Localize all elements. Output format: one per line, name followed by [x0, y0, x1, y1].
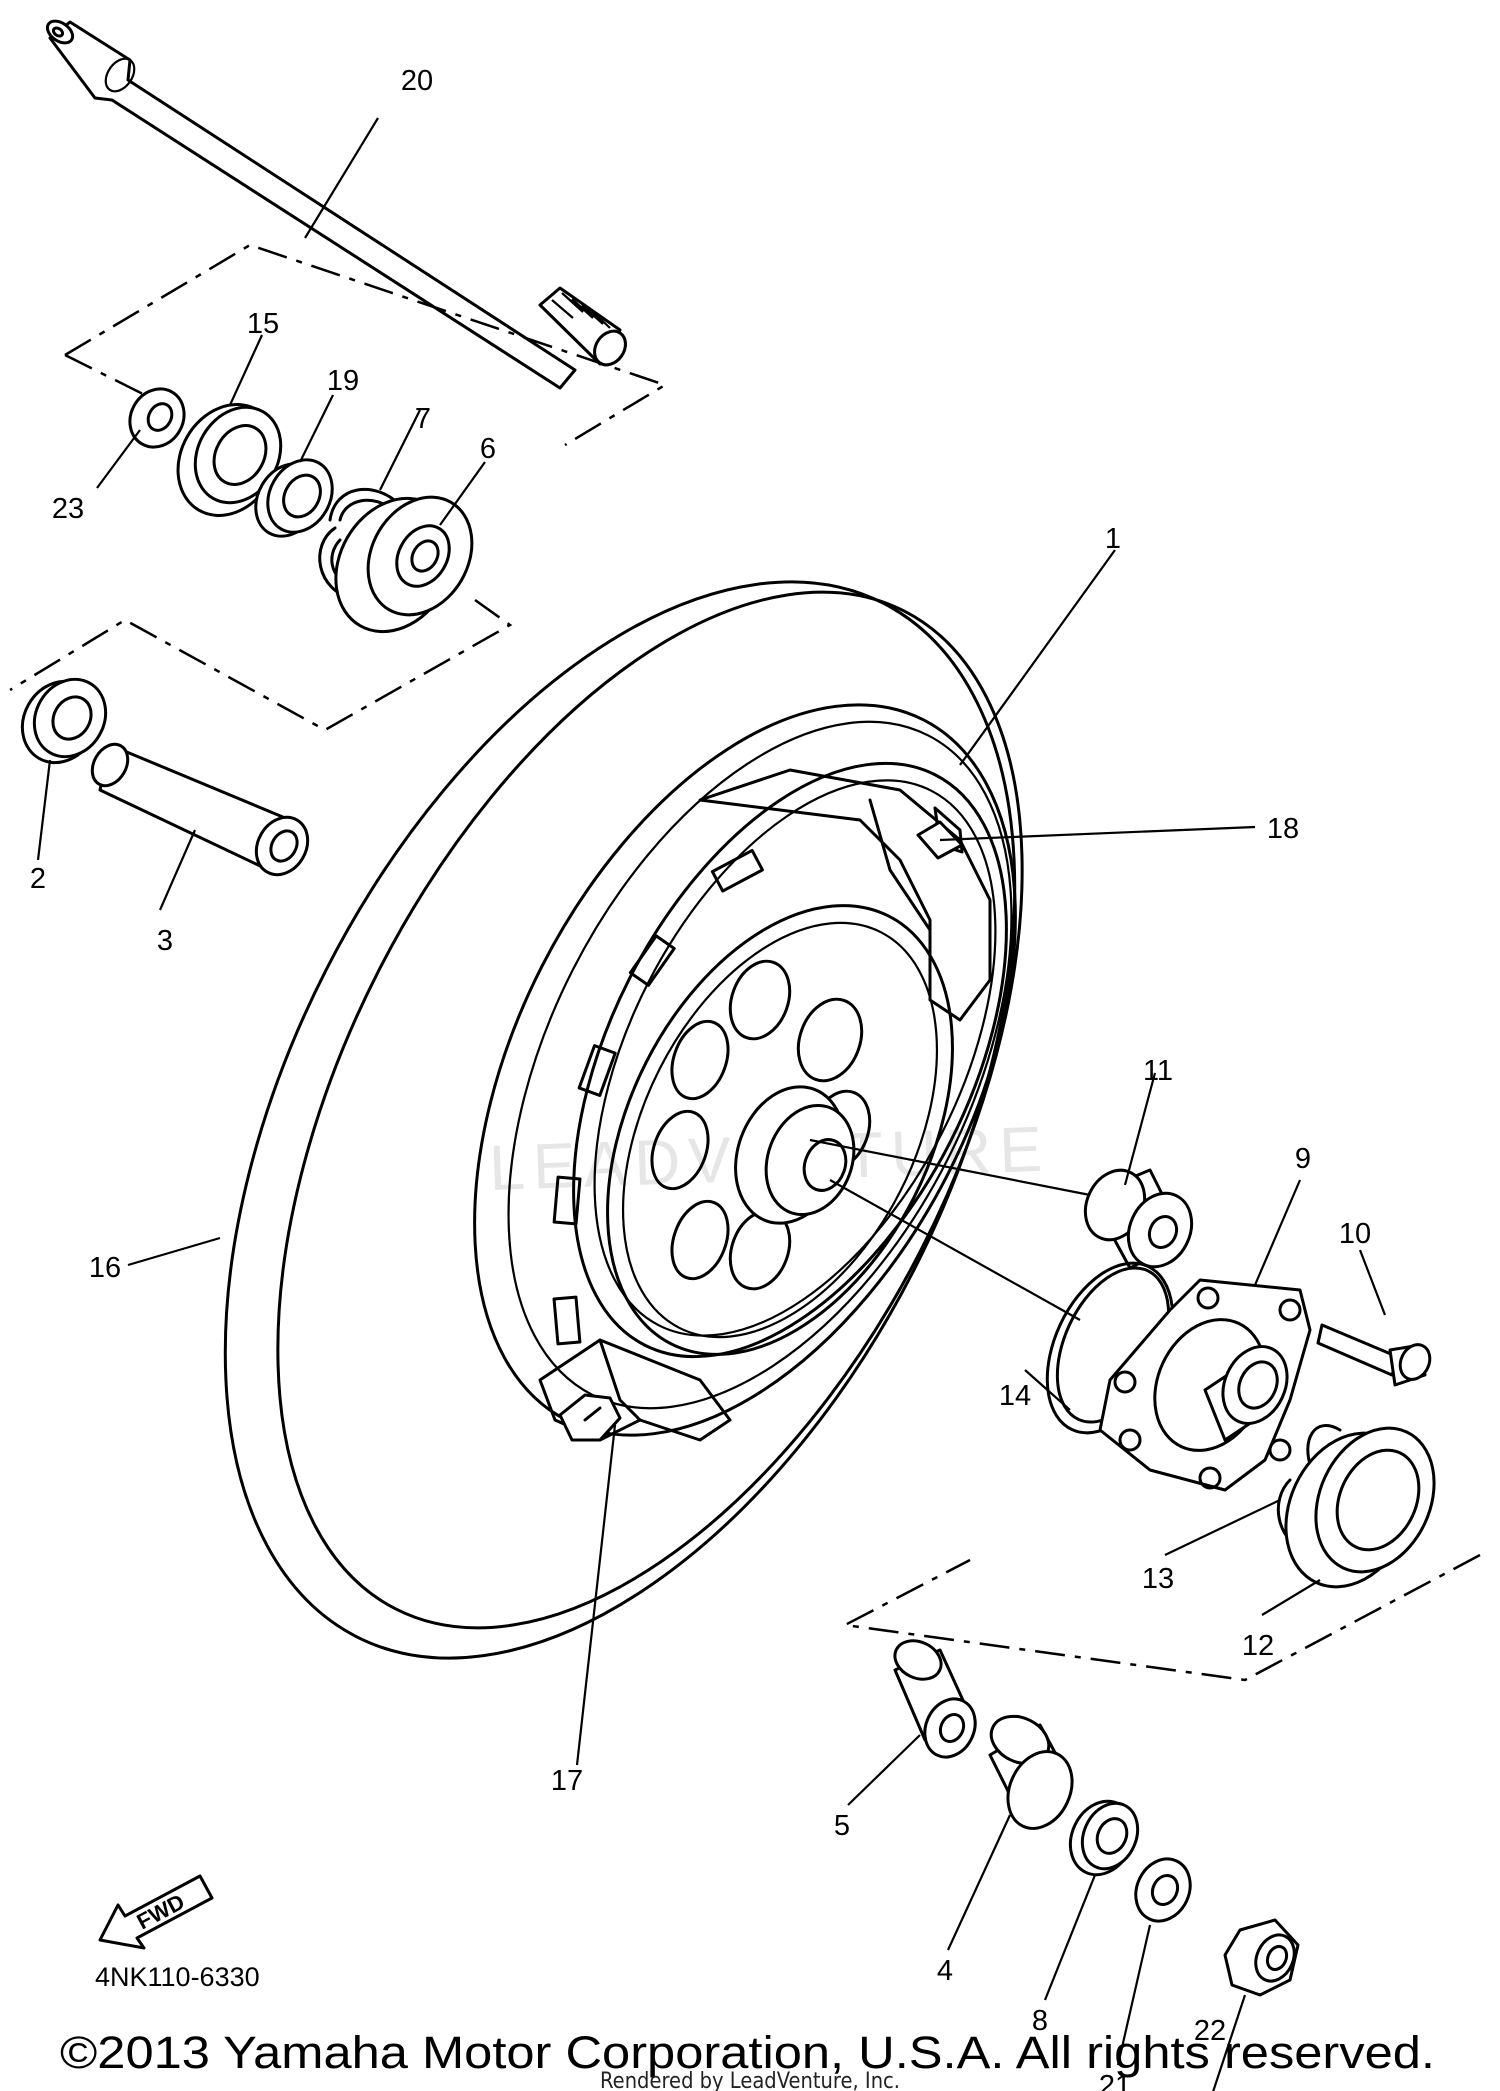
callout-15: 15 [247, 308, 279, 340]
callout-10: 10 [1339, 1218, 1371, 1250]
callout-5: 5 [834, 1810, 850, 1842]
centerline-hub-to-collar [809, 1138, 1091, 1197]
group-bracket-left-lower [9, 353, 513, 732]
callout-23: 23 [52, 493, 84, 525]
bolt-part-10 [1316, 1323, 1432, 1387]
bushing-part-8 [1068, 1799, 1140, 1877]
callout-8: 8 [1032, 2005, 1048, 2037]
collar-part-4 [988, 1714, 1074, 1830]
callout-21: 21 [1099, 2070, 1131, 2091]
spacer-part-3 [90, 742, 310, 877]
callout-19: 19 [327, 365, 359, 397]
oil-seal-part-15 [176, 403, 283, 517]
copyright-notice: ©2013 Yamaha Motor Corporation, U.S.A. A… [60, 2027, 1435, 2078]
callout-6: 6 [480, 433, 496, 465]
callout-3: 3 [157, 925, 173, 957]
callout-16: 16 [89, 1252, 121, 1284]
callout-11: 11 [1143, 1055, 1173, 1087]
callout-7: 7 [415, 403, 431, 435]
leader-lines [36, 117, 1387, 2091]
group-bracket-left-upper [64, 243, 668, 447]
group-bracket-right [840, 1553, 1481, 1682]
collar-part-19 [254, 458, 334, 538]
oil-seal-part-12 [1284, 1426, 1436, 1589]
rendered-by-credit: Rendered by LeadVenture, Inc. [600, 2069, 900, 2091]
bearing-part-6 [334, 495, 474, 634]
part-code: 4NK110-6330 [95, 1962, 260, 1992]
centerline-hub-to-oring [829, 1179, 1081, 1321]
washer-part-21 [1134, 1857, 1192, 1923]
callout-18: 18 [1267, 813, 1299, 845]
axle-part-20 [45, 19, 627, 390]
collar-part-5 [893, 1639, 977, 1759]
callout-2: 2 [30, 863, 46, 895]
valve-part-17 [558, 1393, 622, 1442]
washer-part-23 [128, 387, 186, 449]
collar-part-2 [20, 677, 108, 765]
meter-clutch-part-9 [1098, 1278, 1312, 1492]
nut-part-22 [1223, 1918, 1300, 1997]
callout-22: 22 [1194, 2015, 1226, 2047]
callout-12: 12 [1242, 1630, 1274, 1662]
callout-14: 14 [999, 1380, 1031, 1412]
callout-13: 13 [1142, 1563, 1174, 1595]
callout-9: 9 [1295, 1143, 1311, 1175]
collar-part-11 [1083, 1168, 1194, 1270]
callout-1: 1 [1105, 523, 1121, 555]
front-wheel-assembly [223, 580, 1024, 1660]
callout-20: 20 [401, 65, 433, 97]
forward-arrow-icon: FWD [98, 1874, 214, 1950]
callout-17: 17 [551, 1765, 583, 1797]
callout-4: 4 [937, 1955, 953, 1987]
